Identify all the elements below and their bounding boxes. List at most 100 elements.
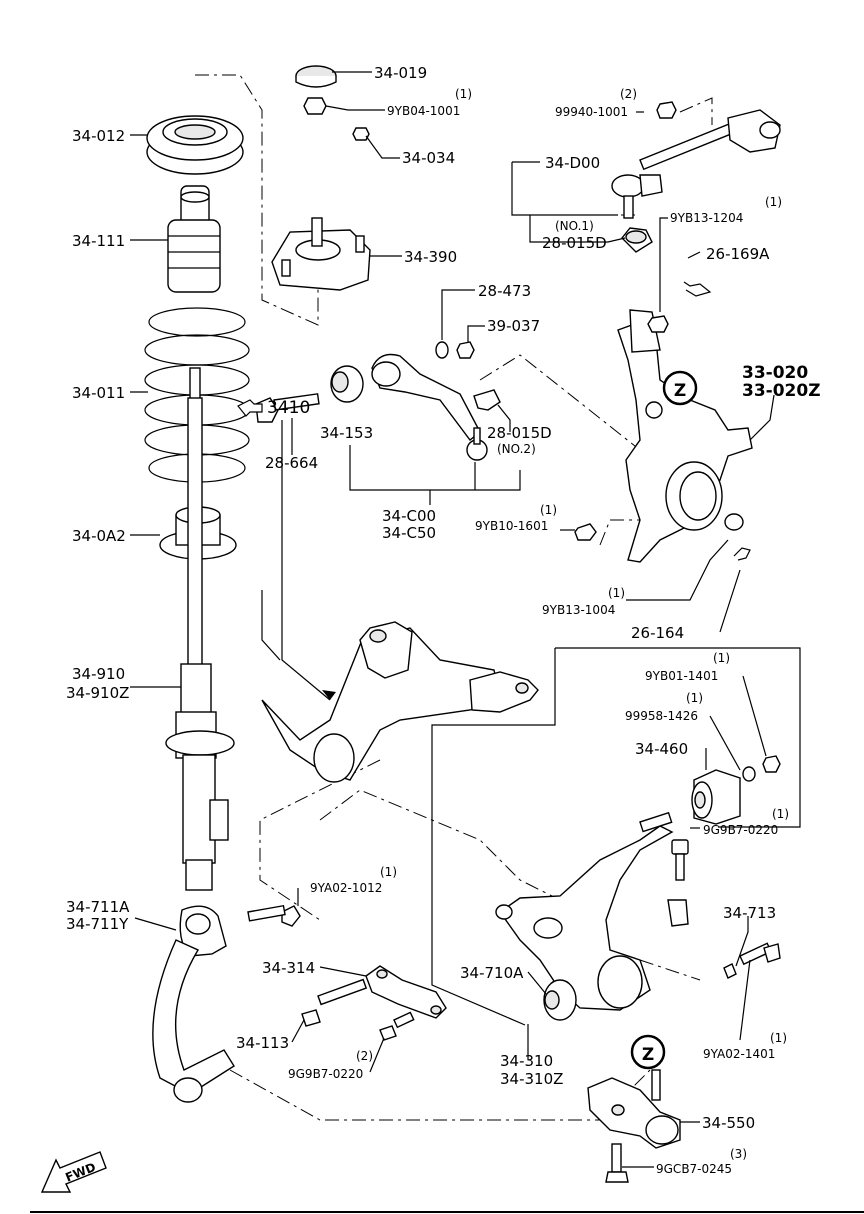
quantity-label: (1) (713, 651, 730, 665)
bolt-34-713 (723, 942, 781, 979)
top-mount-cap (295, 65, 337, 88)
quantity-label: (1) (770, 1031, 787, 1045)
part-label: 9YB04-1001 (387, 104, 460, 118)
lower-arm-group-frame (555, 647, 801, 828)
nut-39-037 (456, 341, 475, 359)
quantity-label: (1) (540, 503, 557, 517)
upper-arm (371, 353, 488, 461)
bolt-34-113 (301, 978, 368, 1027)
stabilizer-bushing-34-460 (691, 769, 741, 825)
quantity-label: (1) (765, 195, 782, 209)
part-labels: 34-019 (1) 9YB04-1001 34-034 34-390 34-0… (66, 64, 821, 1176)
ball-joint-boot-no1 (621, 227, 653, 253)
part-label: 34-711A (66, 898, 130, 916)
quantity-label: (1) (455, 87, 472, 101)
part-label: 26-169A (706, 245, 770, 263)
part-label: 9G9B7-0220 (288, 1067, 363, 1081)
quantity-label: (2) (356, 1049, 373, 1063)
crossmember-subframe (261, 621, 539, 783)
part-label-3410: 3410 (267, 398, 310, 418)
part-label: 34-713 (723, 904, 776, 922)
stabilizer-link-34-711A (152, 905, 235, 1103)
part-label: 34-550 (702, 1114, 755, 1132)
quantity-label: (2) (620, 87, 637, 101)
bushing-34-710A (543, 979, 577, 1021)
part-label: 34-C50 (382, 524, 436, 542)
z-marker-label: Z (642, 1045, 654, 1065)
quantity-label: (3) (730, 1147, 747, 1161)
part-label: 34-012 (72, 127, 125, 145)
part-label: 34-019 (374, 64, 427, 82)
quantity-label: (1) (772, 807, 789, 821)
part-label: 28-015D (487, 424, 552, 442)
part-label: 9YB13-1204 (670, 211, 743, 225)
cotter-pin-26-164 (733, 547, 751, 561)
washer-99958 (742, 766, 756, 782)
ball-joint-boot-no2 (473, 389, 501, 411)
part-label: 28-015D (542, 234, 607, 252)
bolt-9YA02-1012 (247, 904, 301, 927)
part-label: 34-460 (635, 740, 688, 758)
bolt-9G9B7-right (671, 839, 689, 881)
bolt-9G9B7-left (379, 1011, 415, 1041)
part-label: 28-473 (478, 282, 531, 300)
part-label: 34-910Z (66, 684, 129, 702)
part-label: 33-020 (742, 363, 808, 383)
cotter-pin-26-169A (683, 281, 712, 297)
knuckle (617, 309, 753, 563)
part-label: 9YA02-1401 (703, 1047, 775, 1061)
knuckle-nut-9YB10 (574, 523, 597, 541)
part-label: 9YA02-1012 (310, 881, 382, 895)
top-mount-small-nut (352, 127, 370, 141)
nut-9YB01 (762, 755, 781, 773)
part-label: 99958-1426 (625, 709, 698, 723)
reference-arrow-3410: 3410 (237, 398, 336, 701)
tie-rod (611, 109, 781, 219)
part-note: (NO.1) (555, 219, 594, 233)
part-label: 34-310 (500, 1052, 553, 1070)
part-label: 34-0A2 (72, 527, 126, 545)
z-reference-marker-bottom: Z (630, 1034, 666, 1070)
strut-shock-absorber (165, 367, 235, 891)
part-label: 34-113 (236, 1034, 289, 1052)
bolt-9GCB7 (605, 1143, 629, 1183)
part-label: 34-910 (72, 665, 125, 683)
leader-lines (130, 71, 775, 1168)
lower-arm-group-frame-left (431, 648, 556, 1026)
z-reference-marker-top: Z (662, 370, 698, 406)
quantity-label: (1) (608, 586, 625, 600)
part-label: 9YB10-1601 (475, 519, 548, 533)
part-label: 9YB01-1401 (645, 669, 718, 683)
tie-rod-nut-99940 (656, 101, 677, 119)
dashed-group-outline-lower (229, 509, 701, 1121)
upper-arm-bushing (330, 365, 364, 403)
part-label: 34-153 (320, 424, 373, 442)
strut-mount-bearing (146, 115, 244, 175)
part-label: 9GCB7-0245 (656, 1162, 732, 1176)
bracket-34-314 (365, 965, 447, 1019)
part-label: 34-711Y (66, 915, 129, 933)
part-label: 34-C00 (382, 507, 436, 525)
quantity-label: (1) (686, 691, 703, 705)
bump-stop-boot (167, 185, 221, 293)
part-label: 28-664 (265, 454, 318, 472)
forward-direction-arrow: FWD (40, 1151, 107, 1193)
part-label: 34-310Z (500, 1070, 563, 1088)
part-label: 34-034 (402, 149, 455, 167)
top-mount-plate (271, 217, 371, 291)
part-label: 34-111 (72, 232, 125, 250)
ball-joint-34-550 (587, 1069, 681, 1149)
part-label: 34-390 (404, 248, 457, 266)
quantity-label: (1) (380, 865, 397, 879)
part-label: 9YB13-1004 (542, 603, 615, 617)
part-label: 39-037 (487, 317, 540, 335)
washer-28-473 (435, 341, 449, 359)
part-label: 34-314 (262, 959, 315, 977)
part-label: 34-710A (460, 964, 524, 982)
part-label: 26-164 (631, 624, 684, 642)
top-mount-nut (303, 97, 327, 115)
z-marker-label: Z (674, 381, 686, 401)
part-note: (NO.2) (497, 442, 536, 456)
part-label: 9G9B7-0220 (703, 823, 778, 837)
